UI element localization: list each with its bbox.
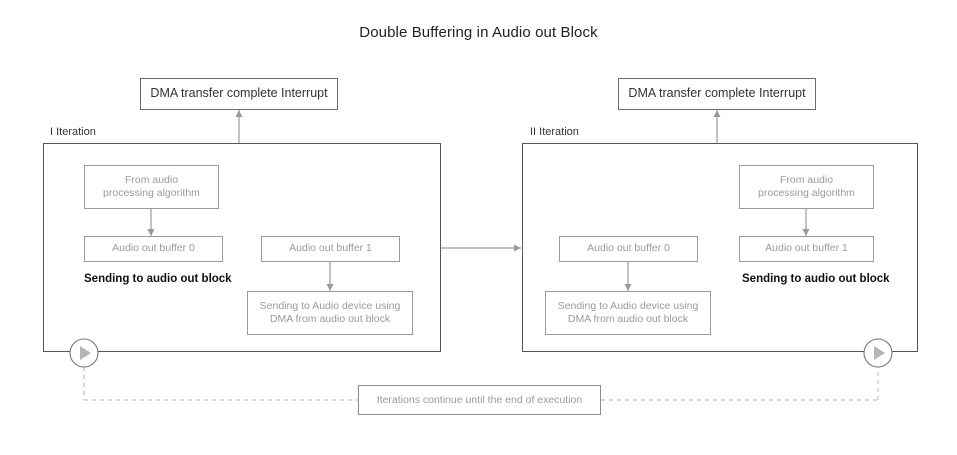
- iteration-2-active-caption: Sending to audio out block: [742, 273, 890, 285]
- page-title: Double Buffering in Audio out Block: [359, 24, 598, 41]
- play-circle-icon-left: [69, 338, 99, 368]
- iteration-1-buffer-dma-label: Audio out buffer 1: [289, 242, 372, 255]
- iteration-2-frame: [522, 143, 918, 352]
- iteration-1-dma-label: Sending to Audio device using DMA from a…: [259, 299, 401, 325]
- interrupt-box-2-label: DMA transfer complete Interrupt: [628, 86, 806, 101]
- iteration-1-source-box: From audio processing algorithm: [84, 165, 219, 209]
- iteration-2-buffer-active-label: Audio out buffer 1: [765, 242, 848, 255]
- iteration-1-buffer-active-label: Audio out buffer 0: [112, 242, 195, 255]
- iteration-2-buffer-dma: Audio out buffer 0: [559, 236, 698, 262]
- play-circle-icon-right: [863, 338, 893, 368]
- iteration-1-active-caption: Sending to audio out block: [84, 273, 232, 285]
- iteration-2-source-label: From audio processing algorithm: [758, 173, 855, 199]
- footer-note-label: Iterations continue until the end of exe…: [376, 394, 583, 406]
- iteration-1-source-label: From audio processing algorithm: [103, 173, 200, 199]
- interrupt-box-1: DMA transfer complete Interrupt: [140, 78, 338, 110]
- iteration-1-dma-box: Sending to Audio device using DMA from a…: [247, 291, 413, 335]
- iteration-2-source-box: From audio processing algorithm: [739, 165, 874, 209]
- iteration-2-dma-box: Sending to Audio device using DMA from a…: [545, 291, 711, 335]
- iteration-2-dma-label: Sending to Audio device using DMA from a…: [557, 299, 699, 325]
- interrupt-box-1-label: DMA transfer complete Interrupt: [150, 86, 328, 101]
- interrupt-box-2: DMA transfer complete Interrupt: [618, 78, 816, 110]
- iteration-2-buffer-dma-label: Audio out buffer 0: [587, 242, 670, 255]
- iteration-1-frame: [43, 143, 441, 352]
- iteration-1-buffer-dma: Audio out buffer 1: [261, 236, 400, 262]
- iteration-1-buffer-active: Audio out buffer 0: [84, 236, 223, 262]
- iteration-1-label: I Iteration: [50, 126, 96, 138]
- footer-note-box: Iterations continue until the end of exe…: [358, 385, 601, 415]
- iteration-2-buffer-active: Audio out buffer 1: [739, 236, 874, 262]
- iteration-2-label: II Iteration: [530, 126, 579, 138]
